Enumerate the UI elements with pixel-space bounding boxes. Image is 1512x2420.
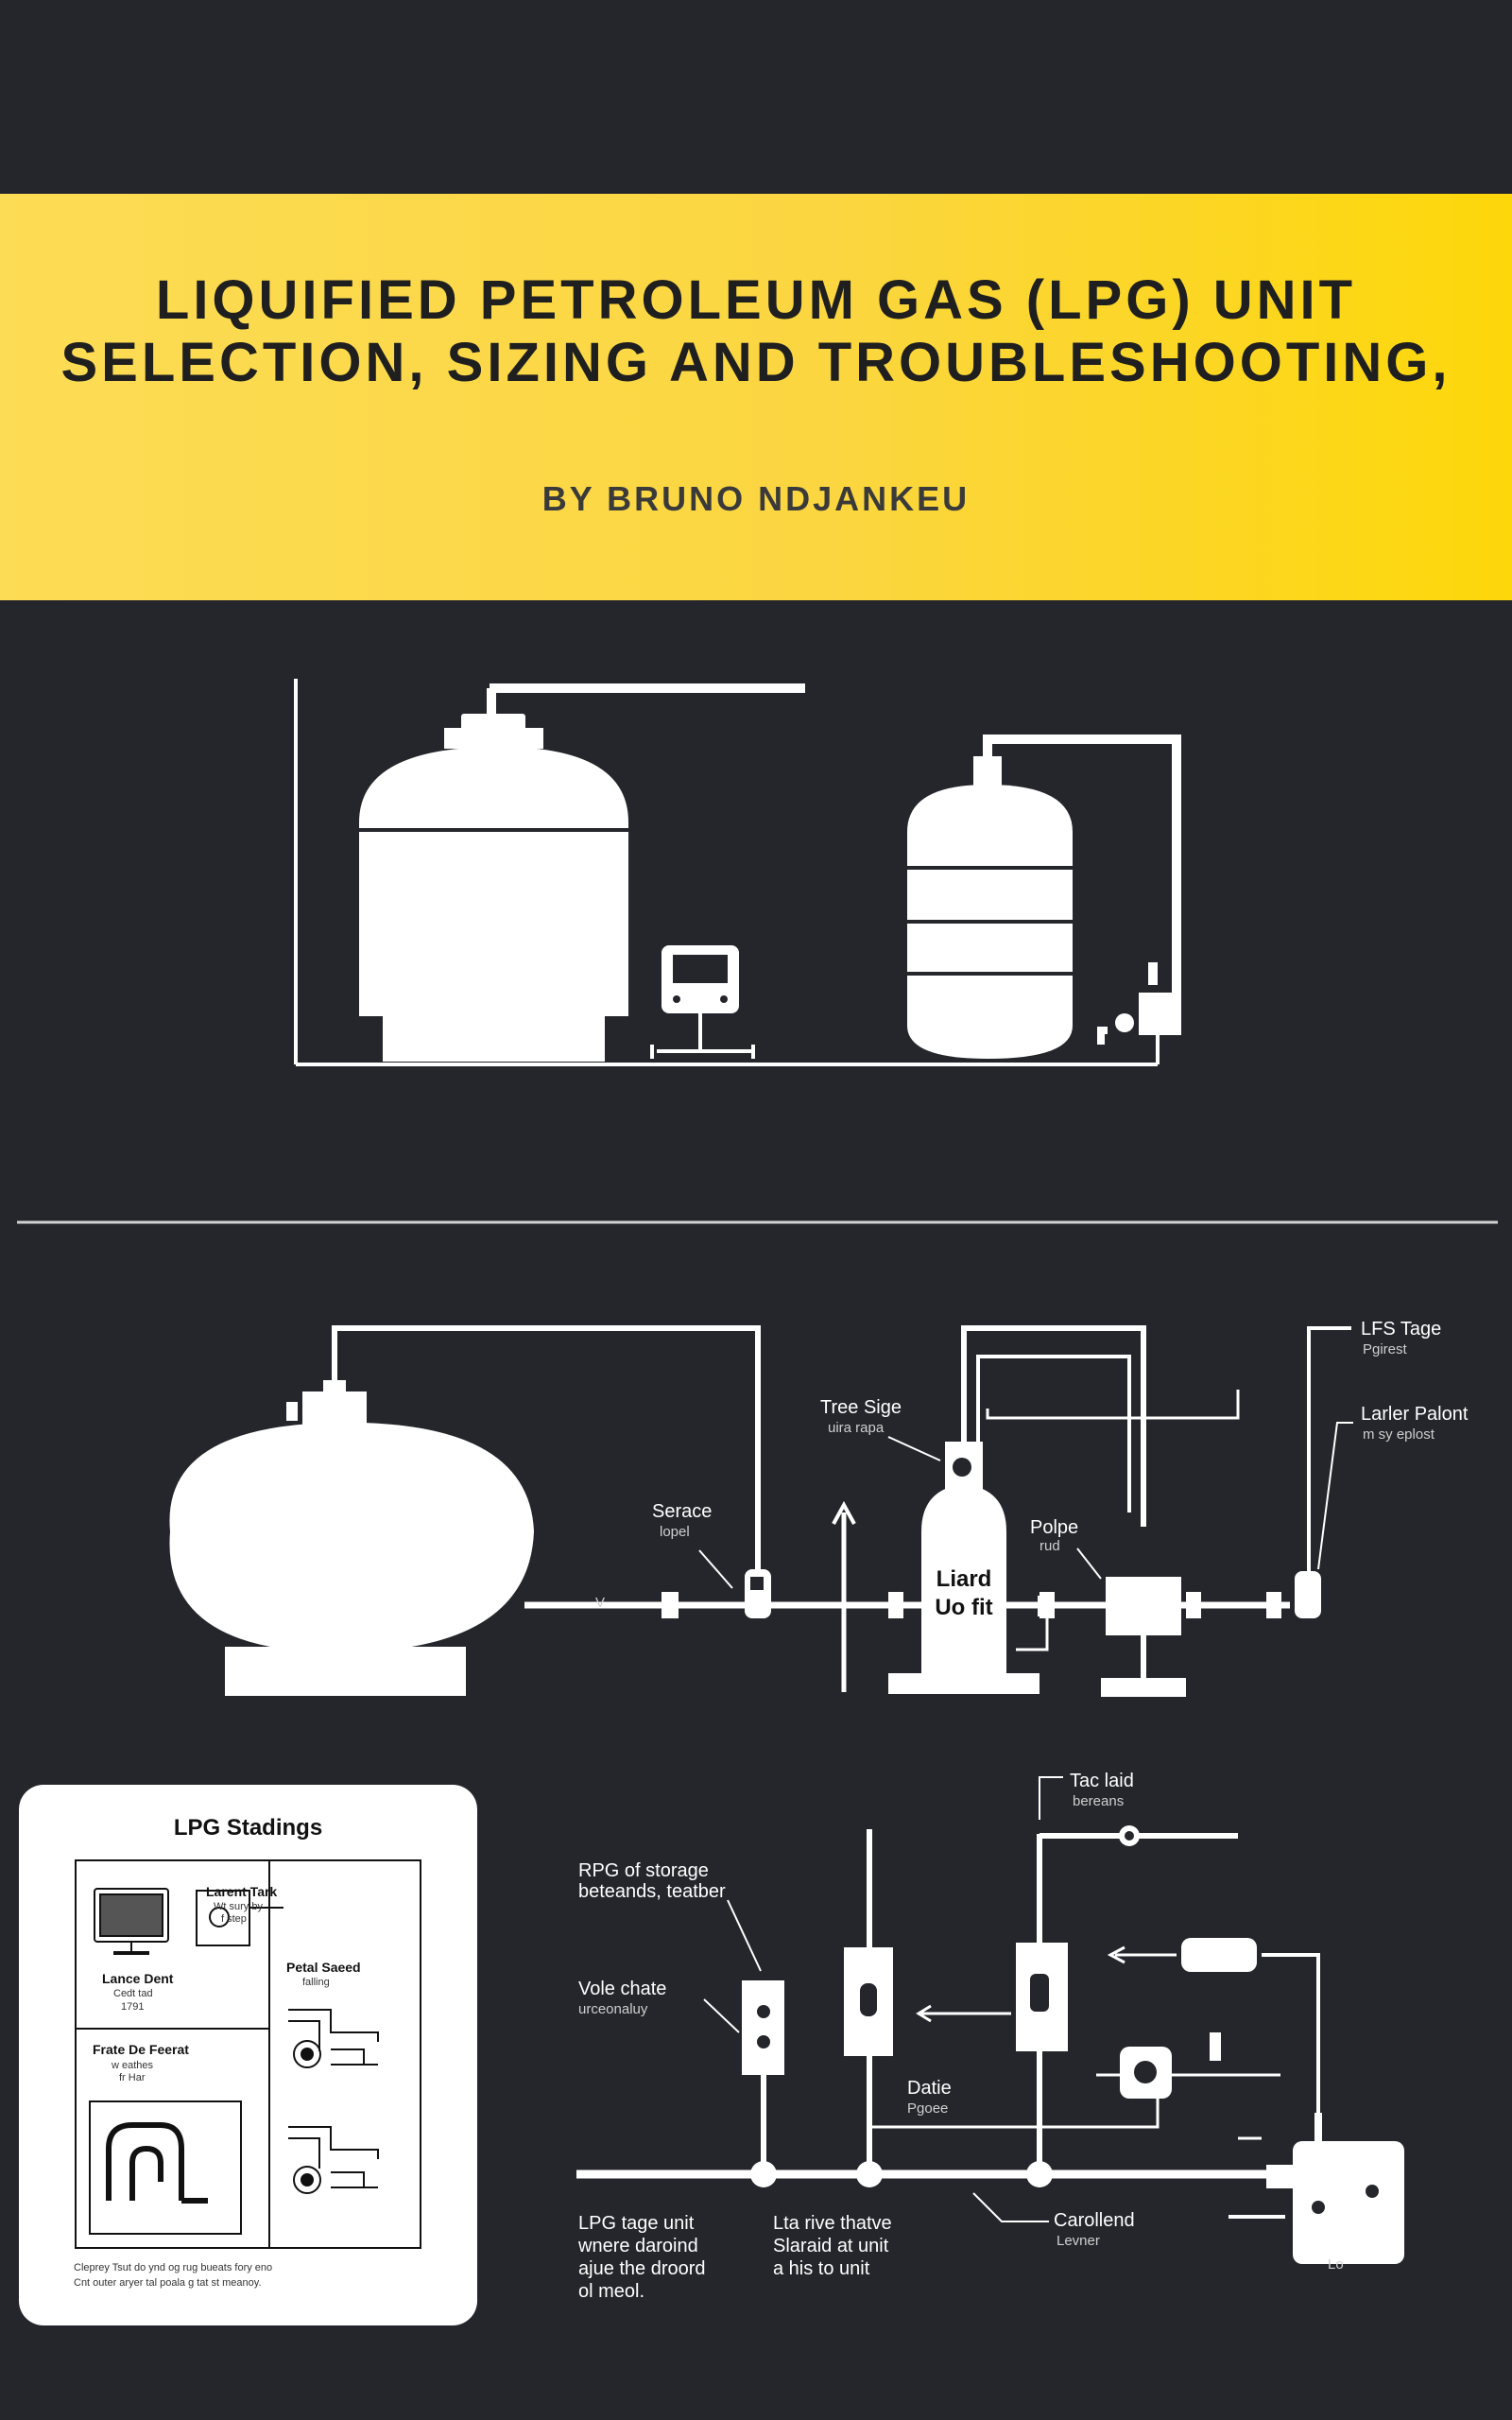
lbl-vole-chate: Vole chate (578, 1979, 666, 1999)
title-banner: LIQUIFIED PETROLEUM GAS (LPG) UNIT SELEC… (0, 194, 1512, 600)
card-lbl-frate-sub1: w eathes (111, 2060, 154, 2071)
tank-label-line2: Uo fit (935, 1595, 992, 1620)
monitor-icon (94, 1888, 169, 1955)
pump-icon (1096, 2032, 1280, 2099)
tac-laid-valve-icon (1016, 1825, 1238, 2174)
lbl-service: Serace (652, 1501, 712, 1522)
lbl-polpe: Polpe (1030, 1517, 1078, 1538)
middle-schematic: V Liard Uo fit (169, 1319, 1469, 1697)
lbl-carollend: Carollend (1054, 2210, 1135, 2231)
lbl-lpg-tage-unit-2: wnere daroind (577, 2236, 698, 2256)
tank-label-line1: Liard (936, 1566, 992, 1592)
card-lbl-frate: Frate De Feerat (93, 2042, 189, 2057)
storage-tank-small-icon (907, 756, 1073, 1059)
lbl-larter-patont-sub: m sy eplost (1363, 1426, 1435, 1443)
control-panel-icon (650, 945, 755, 1059)
junction-box-icon (1101, 1577, 1186, 1697)
upper-fitting-icon (1107, 1938, 1320, 2118)
vole-chate-valve-icon (742, 1980, 784, 2174)
lbl-tree-sige: Tree Sige (820, 1397, 902, 1418)
lbl-lps-tage: LFS Tage (1361, 1319, 1441, 1340)
lbl-carollend-sub: Levner (1057, 2233, 1100, 2249)
card-lbl-frate-sub2: fr Har (119, 2072, 146, 2083)
lbl-rpg-storage: RPG of storage (578, 1860, 709, 1881)
meter-valve-icon (844, 1829, 893, 2174)
lbl-datie: Datie (907, 2078, 952, 2099)
regulator-icon (1295, 1571, 1321, 1618)
card-lbl-larent-tank: Larent Tark (206, 1884, 277, 1899)
fitting-upper-icon (288, 2009, 379, 2068)
lbl-tac-laid: Tac laid (1070, 1771, 1134, 1791)
lbl-lpg-tage-unit-4: ol meol. (578, 2281, 644, 2302)
panel-icon (196, 1890, 284, 1946)
fitting-lower-icon (288, 2126, 379, 2194)
card-lbl-larent-tank-sub2: f step (221, 1913, 247, 1925)
bottom-schematic: Lo Tac laid bereans RPG of storage betea… (576, 1771, 1404, 2302)
storage-tank-large-icon (359, 714, 628, 1062)
lbl-service-sub: lopel (660, 1524, 690, 1540)
author-line: BY BRUNO NDJANKEU (541, 479, 971, 518)
card-lbl-pedal-speed: Petal Saeed (286, 1960, 361, 1975)
lbl-lta-tnatve-1: Lta rive thatve (773, 2213, 892, 2234)
service-valve-icon (745, 1569, 771, 1618)
cylinder-unit-icon: Liard Uo fit (888, 1442, 1040, 1694)
lbl-lta-tnatve-2: Slaraid at unit (773, 2236, 889, 2256)
lbl-tac-laid-sub: bereans (1073, 1793, 1124, 1809)
lbl-tree-sige-sub: uira rapa (828, 1420, 885, 1436)
card-lbl-liance-dent-sub2: 1791 (121, 2001, 144, 2013)
lbl-vole-chate-sub: urceonaluy (578, 2001, 648, 2017)
heater-box-icon (1228, 2113, 1404, 2264)
valve-icon (1097, 962, 1181, 1064)
horizontal-tank-icon (169, 1380, 534, 1696)
card-lbl-liance-dent-sub1: Cedt tad (113, 1988, 153, 1999)
lbl-lpg-tage-unit-3: ajue the droord (578, 2258, 706, 2279)
book-title: LIQUIFIED PETROLEUM GAS (LPG) UNIT SELEC… (60, 269, 1452, 393)
lbl-rpg-storage-sub: beteands, teatber (578, 1881, 726, 1902)
card-footer-2: Cnt outer aryer tal poala g tat st meano… (74, 2277, 262, 2289)
card-lbl-liance-dent: Lance Dent (102, 1971, 174, 1986)
lpg-settings-card: LPG Stadings (19, 1785, 477, 2325)
unit-tag: Lo (1328, 2256, 1344, 2273)
pipe-loop-icon (89, 2100, 242, 2235)
top-illustration (294, 679, 1181, 1066)
lbl-lpg-tage-unit-1: LPG tage unit (578, 2213, 695, 2234)
card-title: LPG Stadings (173, 1815, 323, 1841)
lbl-datie-sub: Pgoee (907, 2100, 948, 2117)
lbl-larter-patont: Larler Palont (1361, 1404, 1469, 1425)
card-footer-1: Cleprey Tsut do ynd og rug bueats fory e… (74, 2262, 272, 2273)
card-lbl-pedal-speed-sub: falling (302, 1977, 330, 1988)
card-lbl-larent-tank-sub1: Wt sury by (214, 1901, 263, 1912)
svg-text:V: V (595, 1595, 605, 1611)
lbl-polpe-sub: rud (1040, 1538, 1060, 1554)
lbl-lta-tnatve-3: a his to unit (773, 2258, 870, 2279)
card-diagram: Larent Tark Wt sury by f step Lance Dent… (74, 1859, 421, 2289)
lbl-lps-tage-sub: Pgirest (1363, 1341, 1408, 1357)
